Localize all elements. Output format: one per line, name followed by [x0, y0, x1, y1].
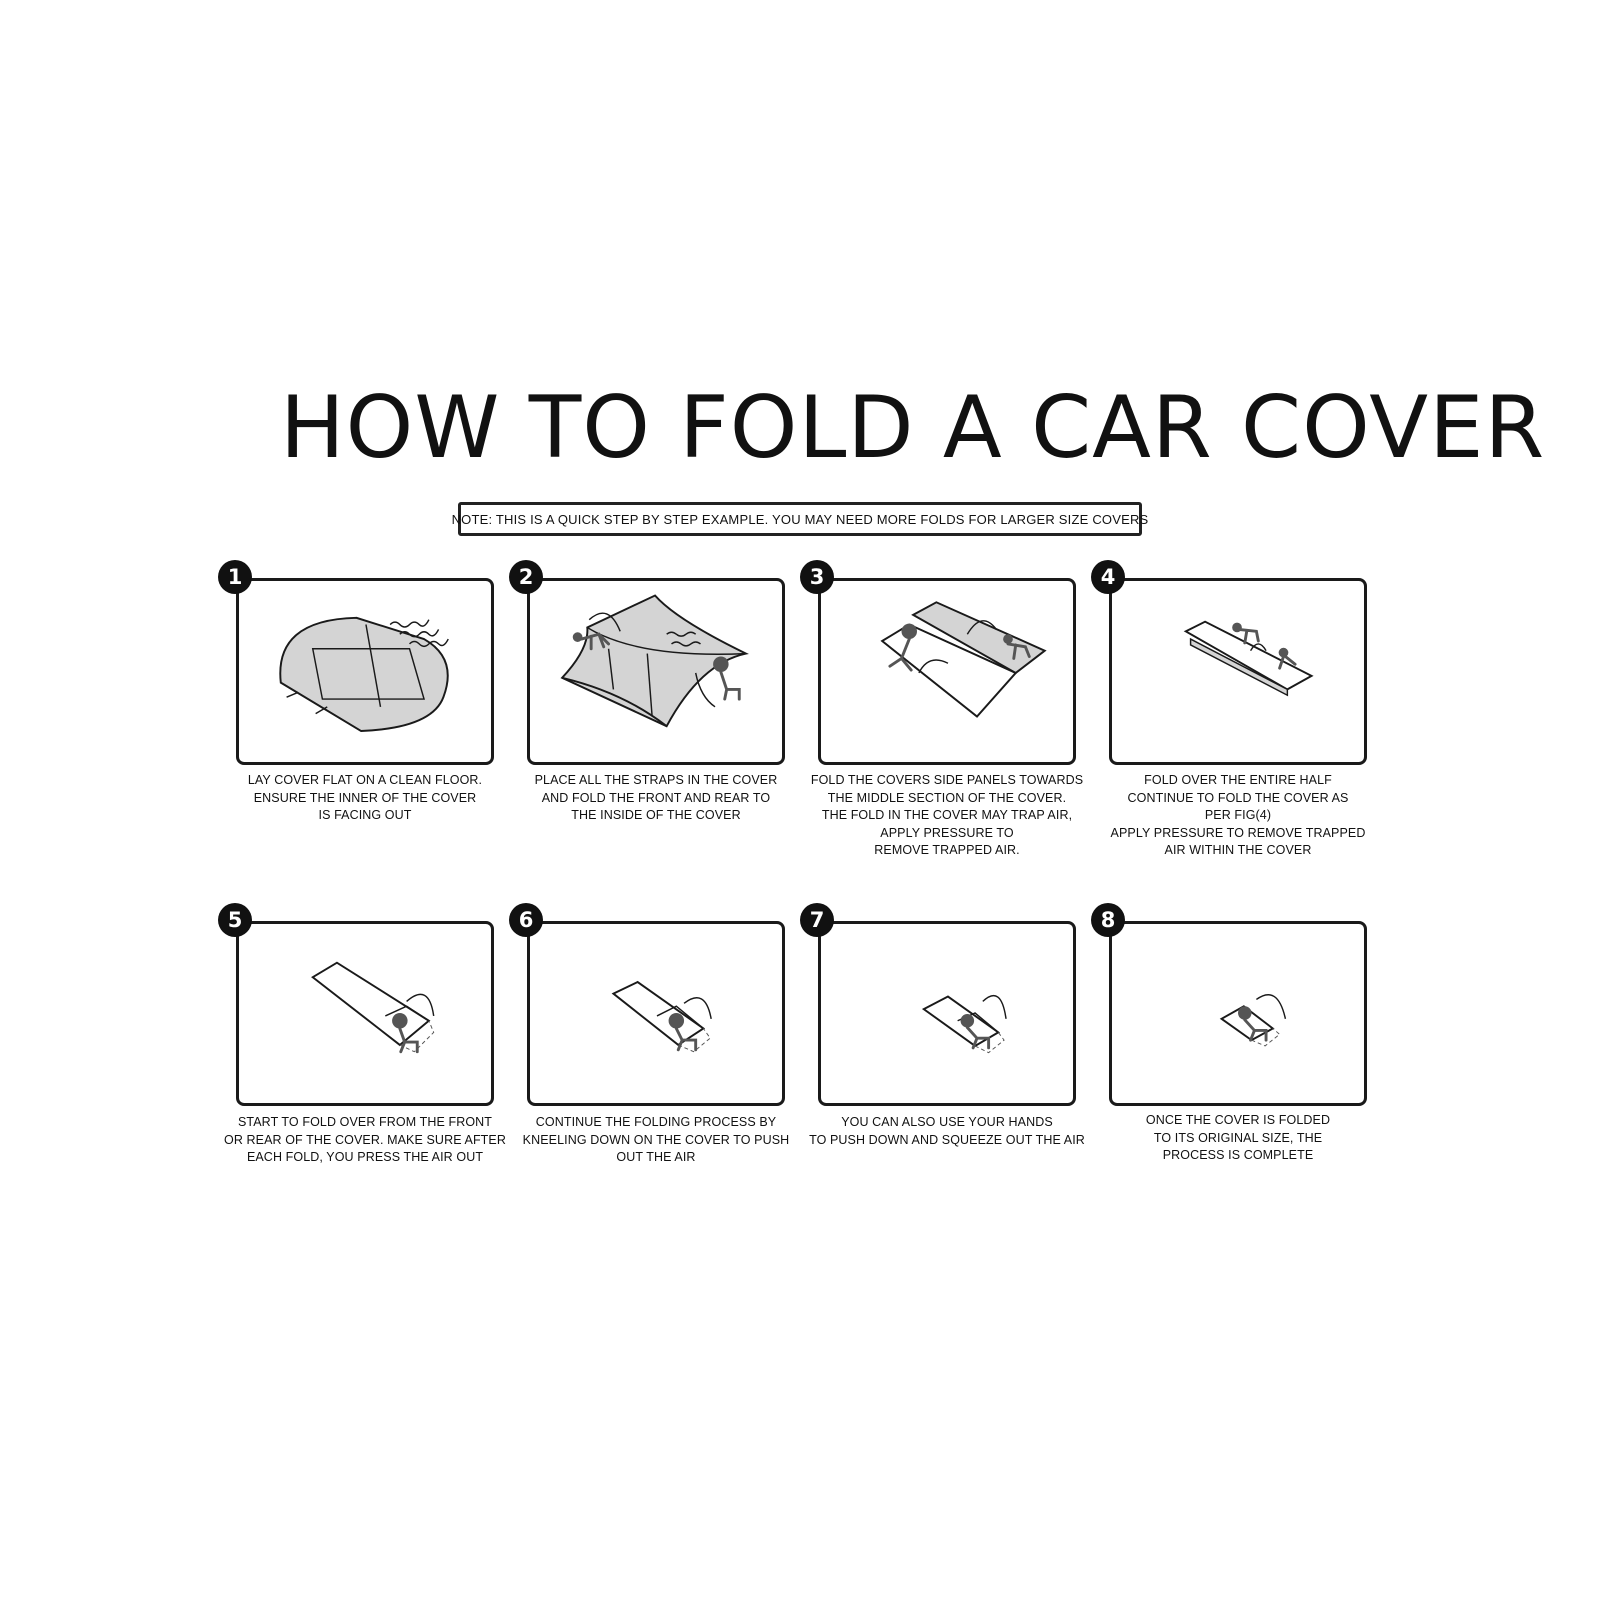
step-2-caption: PLACE ALL THE STRAPS IN THE COVER AND FO… — [506, 772, 806, 825]
step-1-caption-line: LAY COVER FLAT ON A CLEAN FLOOR. — [247, 773, 483, 787]
step-4-caption-line: FOLD OVER THE ENTIRE HALF — [1144, 773, 1332, 787]
step-7-caption-line: TO PUSH DOWN AND SQUEEZE OUT THE AIR — [809, 1132, 1085, 1147]
step-7-caption-line: YOU CAN ALSO USE YOUR HANDS — [841, 1115, 1053, 1129]
step-3-caption-line: THE MIDDLE SECTION OF THE COVER. — [827, 790, 1067, 805]
step-5-caption-line: START TO FOLD OVER FROM THE FRONT — [237, 1115, 493, 1129]
step-7-badge: 7 — [800, 903, 834, 937]
step-2-badge: 2 — [509, 560, 543, 594]
step-7-illustration — [921, 994, 1007, 1054]
step-7-caption: YOU CAN ALSO USE YOUR HANDS TO PUSH DOWN… — [797, 1114, 1097, 1149]
step-8-caption: ONCE THE COVER IS FOLDED TO ITS ORIGINAL… — [1088, 1112, 1388, 1165]
step-6-caption-line: KNEELING DOWN ON THE COVER TO PUSH — [522, 1132, 790, 1147]
step-4-caption-line: APPLY PRESSURE TO REMOVE TRAPPED — [1110, 825, 1366, 840]
step-3-caption-line: FOLD THE COVERS SIDE PANELS TOWARDS — [810, 773, 1084, 787]
step-1-caption-line: IS FACING OUT — [318, 808, 412, 822]
step-3-panel — [818, 578, 1076, 765]
step-4-illustration — [1183, 620, 1314, 697]
step-3-badge: 3 — [800, 560, 834, 594]
step-5-caption-line: EACH FOLD, YOU PRESS THE AIR OUT — [246, 1150, 484, 1164]
step-3-caption-line: APPLY PRESSURE TO — [880, 825, 1014, 840]
step-4-caption: FOLD OVER THE ENTIRE HALF CONTINUE TO FO… — [1088, 772, 1388, 860]
note-box: NOTE: THIS IS A QUICK STEP BY STEP EXAMP… — [452, 502, 1148, 536]
step-1-badge: 1 — [218, 560, 252, 594]
step-5-caption: START TO FOLD OVER FROM THE FRONT OR REA… — [215, 1114, 515, 1167]
step-8-illustration — [1219, 994, 1287, 1047]
step-2-caption-line: AND FOLD THE FRONT AND REAR TO — [541, 790, 771, 805]
step-1-caption: LAY COVER FLAT ON A CLEAN FLOOR. ENSURE … — [215, 772, 515, 825]
step-2-caption-line: THE INSIDE OF THE COVER — [571, 808, 741, 822]
step-5-caption-line: OR REAR OF THE COVER. MAKE SURE AFTER — [224, 1132, 506, 1147]
step-3-caption: FOLD THE COVERS SIDE PANELS TOWARDS THE … — [797, 772, 1097, 860]
step-6-panel — [527, 921, 785, 1106]
step-1-panel — [236, 578, 494, 765]
step-8-caption-line: TO ITS ORIGINAL SIZE, THE — [1153, 1130, 1323, 1145]
step-2-illustration — [560, 594, 749, 728]
step-2-caption-line: PLACE ALL THE STRAPS IN THE COVER — [534, 773, 778, 787]
step-3-caption-line: REMOVE TRAPPED AIR. — [874, 843, 1020, 857]
step-7-panel — [818, 921, 1076, 1106]
step-6-caption-line: OUT THE AIR — [616, 1150, 696, 1164]
step-6-caption-line: CONTINUE THE FOLDING PROCESS BY — [535, 1115, 777, 1129]
step-3-caption-line: THE FOLD IN THE COVER MAY TRAP AIR, — [821, 808, 1073, 822]
step-4-badge: 4 — [1091, 560, 1125, 594]
step-4-caption-line: CONTINUE TO FOLD THE COVER AS — [1127, 790, 1349, 805]
step-5-illustration — [311, 961, 435, 1054]
step-4-caption-line: AIR WITHIN THE COVER — [1164, 843, 1312, 857]
step-8-caption-line: ONCE THE COVER IS FOLDED — [1145, 1113, 1331, 1127]
step-8-panel — [1109, 921, 1367, 1106]
step-3-illustration — [880, 601, 1047, 718]
step-2-panel — [527, 578, 785, 765]
step-8-caption-line: PROCESS IS COMPLETE — [1162, 1148, 1314, 1162]
step-8-badge: 8 — [1091, 903, 1125, 937]
step-6-badge: 6 — [509, 903, 543, 937]
step-1-illustration — [279, 616, 449, 733]
step-4-caption-line: PER FIG(4) — [1204, 808, 1272, 822]
page-title: HOW TO FOLD A CAR COVER — [280, 378, 1546, 478]
step-5-panel — [236, 921, 494, 1106]
step-1-caption-line: ENSURE THE INNER OF THE COVER — [253, 790, 477, 805]
step-4-panel — [1109, 578, 1367, 765]
step-6-illustration — [611, 980, 712, 1053]
step-5-badge: 5 — [218, 903, 252, 937]
step-6-caption: CONTINUE THE FOLDING PROCESS BY KNEELING… — [506, 1114, 806, 1167]
